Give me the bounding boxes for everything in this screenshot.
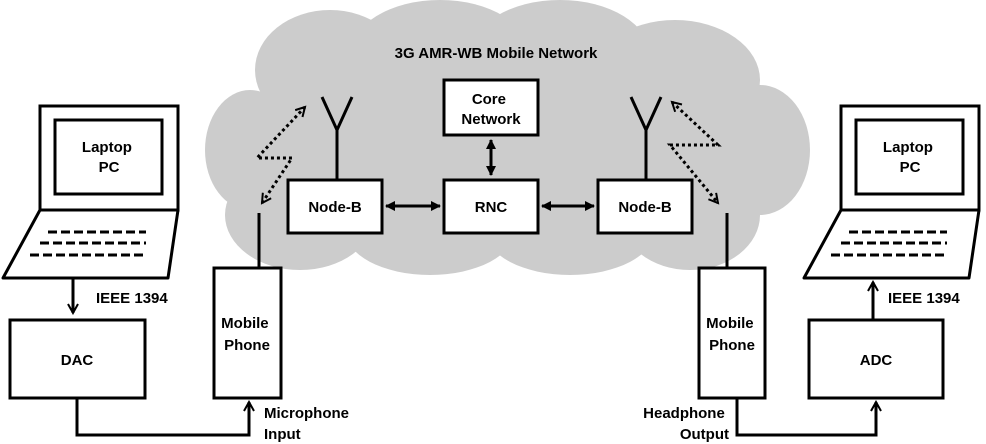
laptop-left-icon: Laptop PC xyxy=(1,104,180,280)
adc-box: ADC xyxy=(807,318,945,400)
mic-input-label: Microphone Input xyxy=(264,405,353,443)
node-b-left-label: Node-B xyxy=(308,199,361,216)
core-network-label: Core Network xyxy=(461,91,521,128)
mobile-phone-right-label: Mobile Phone xyxy=(706,315,758,354)
ieee-right-label: IEEE 1394 xyxy=(888,290,960,307)
headphone-output-link xyxy=(735,398,876,437)
laptop-left-label: Laptop PC xyxy=(82,139,136,176)
node-b-left-box: Node-B xyxy=(286,178,384,235)
radio-link-right xyxy=(666,102,722,203)
radio-link-left xyxy=(253,107,305,203)
mobile-phone-left-label: Mobile Phone xyxy=(221,315,273,354)
node-b-right-label: Node-B xyxy=(618,199,671,216)
mic-input-link xyxy=(75,398,249,437)
antenna-right-icon xyxy=(629,96,663,180)
headphone-output-label: Headphone Output xyxy=(643,405,729,443)
adc-label: ADC xyxy=(860,352,893,369)
dac-box: DAC xyxy=(8,318,147,400)
laptop-right-label: Laptop PC xyxy=(883,139,937,176)
network-title: 3G AMR-WB Mobile Network xyxy=(395,45,598,62)
node-b-right-box: Node-B xyxy=(596,178,694,235)
rnc-box: RNC xyxy=(442,178,540,235)
mobile-phone-right-box: Mobile Phone xyxy=(697,266,767,400)
mobile-phone-left-box: Mobile Phone xyxy=(212,266,283,400)
rnc-label: RNC xyxy=(475,199,508,216)
dac-label: DAC xyxy=(61,352,94,369)
laptop-right-icon: Laptop PC xyxy=(802,104,981,280)
antenna-left-icon xyxy=(320,96,354,180)
core-network-box: Core Network xyxy=(442,78,540,137)
ieee-left-label: IEEE 1394 xyxy=(96,290,168,307)
